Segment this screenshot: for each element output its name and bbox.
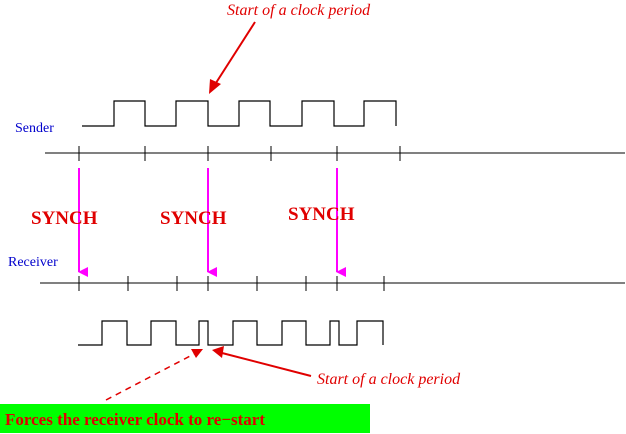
top-annotation-arrow (209, 21, 256, 94)
sender-timeline (45, 146, 625, 161)
banner-dashed-arrow (105, 349, 203, 401)
bottom-annotation: Start of a clock period (317, 371, 461, 388)
synch-label-1: SYNCH (31, 208, 98, 229)
top-annotation: Start of a clock period (227, 2, 371, 19)
synch-label-2: SYNCH (160, 208, 227, 229)
banner-background (0, 404, 370, 433)
receiver-clock-waveform (78, 320, 384, 346)
banner-text: Forces the receiver clock to re−start (5, 410, 265, 429)
synch-label-3: SYNCH (288, 204, 355, 225)
receiver-timeline (40, 276, 625, 291)
bottom-annotation-arrow (212, 346, 312, 377)
receiver-label: Receiver (8, 255, 58, 270)
sender-label: Sender (15, 121, 54, 136)
sender-clock-waveform (82, 100, 397, 127)
